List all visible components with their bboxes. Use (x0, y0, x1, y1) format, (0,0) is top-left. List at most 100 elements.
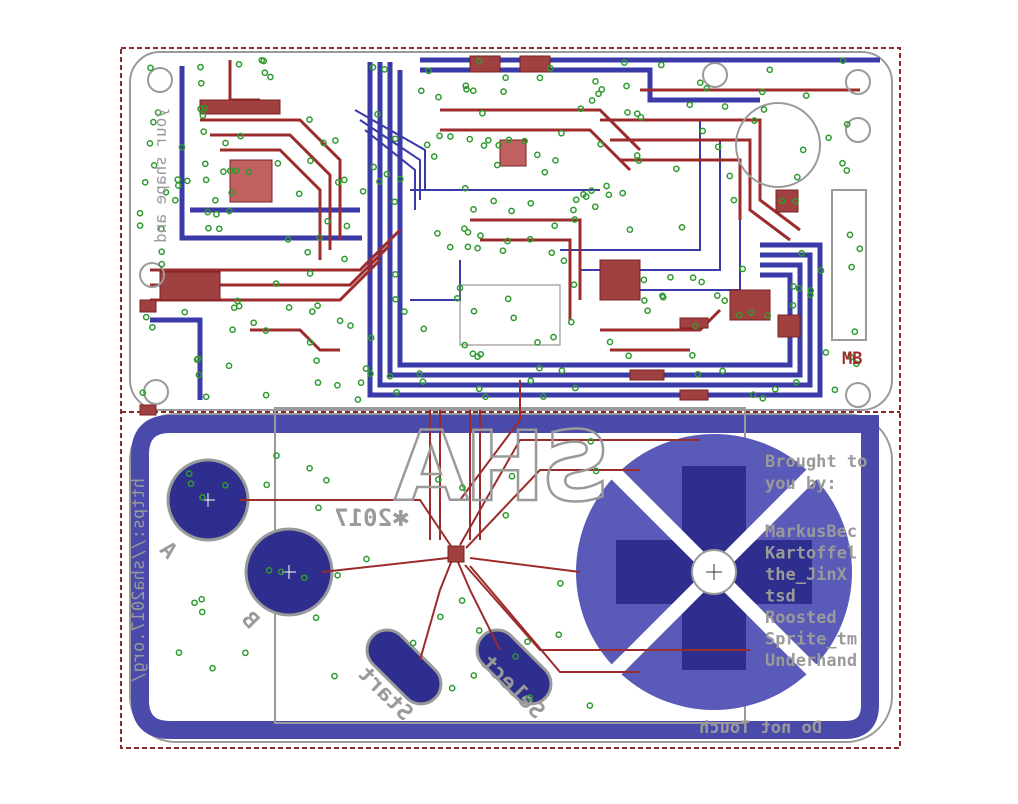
via (527, 199, 535, 207)
via (158, 225, 165, 233)
via (524, 638, 531, 646)
via (197, 79, 205, 87)
via (250, 319, 258, 327)
credits-heading-2: you by: (765, 474, 837, 494)
via (541, 168, 549, 176)
year-star: ✱ (392, 507, 410, 532)
via (307, 157, 314, 165)
via (477, 350, 485, 358)
via (547, 64, 554, 72)
via (191, 599, 198, 607)
via (470, 307, 478, 315)
via (758, 88, 766, 96)
via (184, 177, 191, 185)
via (474, 244, 481, 252)
via (606, 338, 614, 346)
via (822, 349, 830, 356)
via (626, 226, 634, 233)
via (362, 365, 370, 372)
credit-name: Underhand (765, 651, 857, 671)
via (316, 234, 323, 241)
via (193, 356, 201, 363)
via (229, 326, 236, 334)
via (285, 304, 293, 311)
via (245, 168, 253, 176)
mainboard-section: MB your shape and (129, 51, 893, 416)
via (502, 511, 510, 519)
via (425, 67, 432, 75)
via (560, 257, 568, 265)
via (357, 379, 365, 386)
via (149, 323, 156, 331)
via (484, 136, 492, 144)
via (136, 222, 144, 229)
via (265, 567, 273, 574)
via (470, 672, 478, 679)
via (817, 267, 825, 274)
via (637, 113, 645, 121)
via (533, 151, 541, 159)
via (147, 64, 154, 72)
via (453, 294, 461, 302)
via (267, 73, 274, 81)
via (178, 143, 186, 151)
via (175, 649, 183, 656)
via (162, 188, 170, 196)
via (580, 191, 587, 198)
via (807, 287, 815, 294)
via (588, 187, 595, 194)
via (221, 481, 229, 489)
via (673, 165, 680, 173)
via (588, 97, 596, 104)
via (435, 93, 442, 101)
via (699, 127, 707, 135)
via (703, 85, 711, 92)
via (434, 230, 441, 237)
board-outline (120, 47, 901, 749)
via (692, 322, 699, 330)
via (158, 260, 166, 268)
via (187, 480, 195, 487)
via (393, 388, 400, 396)
url-text: https://sha2017.org/ (129, 478, 149, 683)
via (696, 79, 704, 87)
via (739, 265, 747, 273)
via (493, 161, 501, 169)
via (759, 394, 767, 402)
via (198, 595, 206, 603)
via (508, 207, 515, 215)
via (237, 132, 244, 140)
via (314, 302, 321, 309)
via (689, 352, 696, 359)
via (793, 173, 801, 181)
via (304, 248, 312, 256)
via (336, 317, 344, 325)
via (557, 580, 564, 587)
via (591, 203, 599, 211)
via (197, 105, 204, 113)
via (262, 327, 270, 334)
year-text: 2017 (334, 504, 392, 532)
via (139, 389, 147, 397)
via (391, 198, 399, 206)
via (260, 57, 268, 65)
via (363, 555, 370, 563)
via (719, 367, 726, 375)
via (807, 291, 814, 299)
via (181, 308, 189, 316)
via (209, 664, 216, 672)
via (624, 109, 631, 116)
via (461, 341, 469, 349)
via (150, 118, 157, 126)
via (459, 484, 466, 492)
via (572, 196, 580, 204)
via (277, 568, 285, 576)
via (760, 106, 768, 113)
dpad (576, 434, 852, 710)
via (495, 141, 503, 149)
via (199, 112, 207, 119)
mounting-holes (139, 62, 871, 408)
via (508, 472, 516, 480)
via (839, 159, 846, 167)
